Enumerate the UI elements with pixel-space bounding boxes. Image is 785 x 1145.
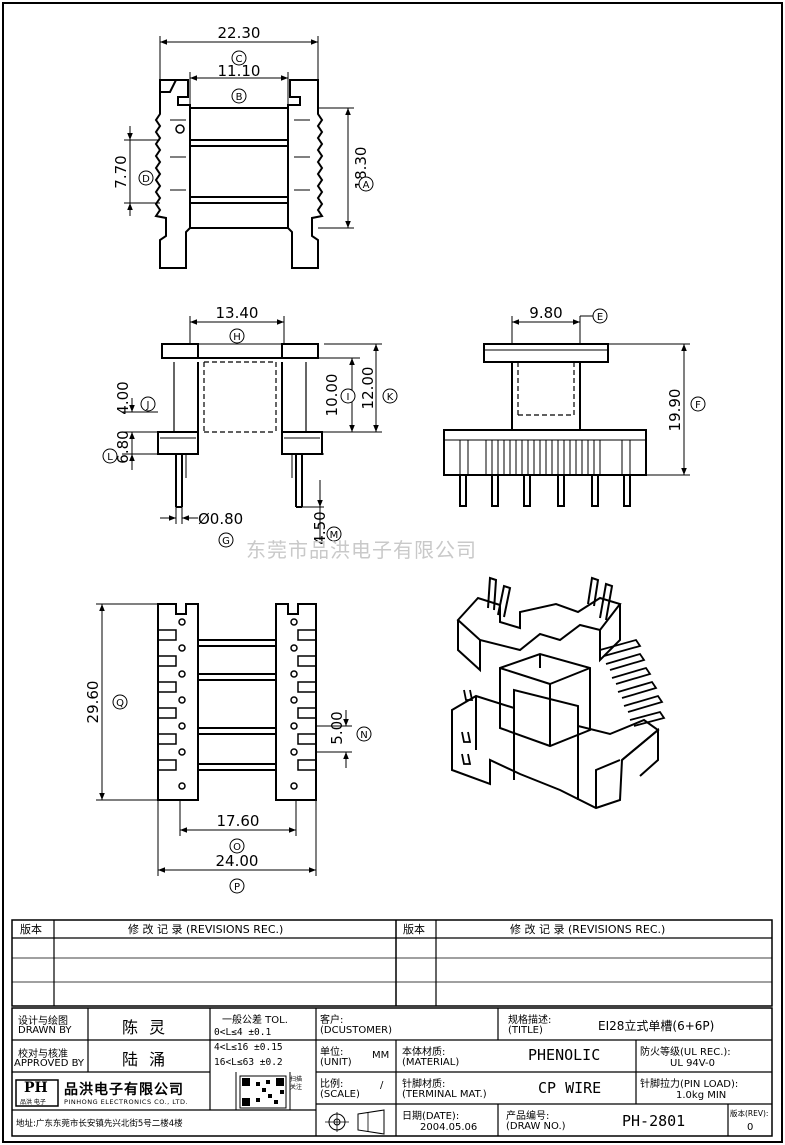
dim-h-value: 13.40 (216, 304, 259, 322)
rev-rec-header-right: 修 改 记 录 (REVISIONS REC.) (510, 922, 665, 936)
draw-no-value: PH-2801 (622, 1112, 686, 1130)
title-block (11, 1007, 773, 1137)
title-label: 规格描述: (508, 1015, 552, 1026)
dim-o-value: 17.60 (217, 812, 260, 830)
terminal-label-en: (TERMINAL MAT.) (402, 1089, 487, 1100)
dim-c-value: 22.30 (218, 24, 261, 42)
title-value: EI28立式单槽(6+6P) (598, 1019, 715, 1033)
unit-label: 单位: (320, 1047, 344, 1058)
revision-table (11, 919, 773, 1007)
ref-e: E (597, 312, 603, 323)
qr-caption: 扫描关注 (290, 1076, 303, 1091)
qr-code (239, 1075, 287, 1109)
rev-ver-header-right: 版本 (403, 922, 425, 936)
company-name: 品洪电子有限公司 (64, 1082, 184, 1098)
date-label: 日期(DATE): (402, 1111, 460, 1122)
dim-l-value: 6.80 (114, 430, 132, 463)
terminal-label: 针脚材质: (402, 1079, 446, 1090)
flame-value: UL 94V-0 (670, 1058, 716, 1069)
draw-no-label: 产品编号: (506, 1111, 550, 1122)
ref-b: B (236, 92, 243, 103)
ref-m: M (330, 530, 339, 541)
ref-q: Q (116, 698, 124, 709)
pin-one-marker (175, 124, 185, 134)
ref-j: J (146, 400, 150, 411)
ref-f: F (695, 400, 701, 411)
rev-label: 版本(REV): (730, 1109, 769, 1118)
top-view-left-flange (154, 79, 191, 269)
rev-ver-header-left: 版本 (20, 922, 42, 936)
approved-by-value: 陆 涌 (122, 1050, 169, 1069)
ref-o: O (233, 842, 241, 853)
unit-label-en: (UNIT) (320, 1057, 352, 1068)
dim-j-value: 4.00 (114, 381, 132, 414)
material-label: 本体材质: (402, 1047, 446, 1058)
terminal-value: CP WIRE (538, 1079, 602, 1097)
bottom-view-left-flange (157, 603, 199, 801)
ref-i: I (347, 392, 350, 403)
unit-value: MM (372, 1050, 390, 1061)
ref-c: C (236, 54, 243, 65)
company-name-en: PINHONG ELECTRONICS CO., LTD. (64, 1098, 189, 1106)
dim-e-value: 9.80 (529, 304, 562, 322)
dim-i-value: 10.00 (323, 374, 341, 417)
ref-l: L (107, 452, 113, 463)
dim-f-value: 19.90 (666, 389, 684, 432)
customer-label: 客户: (320, 1015, 344, 1026)
company-logo-sub: 品洪 电子 (20, 1099, 46, 1106)
drawn-by-label: 设计与绘图 (18, 1016, 68, 1027)
approved-label: 校对与核准 (18, 1049, 68, 1060)
tolerance-row-1: 0<L≤4 ±0.1 (214, 1027, 272, 1038)
isometric-view[interactable] (451, 576, 666, 810)
rev-rec-header-left: 修 改 记 录 (REVISIONS REC.) (128, 922, 283, 936)
dim-g-value: Ø0.80 (198, 510, 243, 528)
tolerance-title: 一般公差 TOL. (222, 1015, 288, 1026)
top-view-right-flange (287, 79, 324, 269)
scale-value: / (380, 1080, 384, 1091)
company-logo: PH (24, 1080, 48, 1096)
front-view (157, 343, 323, 508)
ref-k: K (387, 392, 394, 403)
side-view (443, 343, 647, 507)
tolerance-row-3: 16<L≤63 ±0.2 (214, 1057, 283, 1068)
ref-d: D (142, 174, 150, 185)
dim-k-value: 12.00 (359, 367, 377, 410)
scale-label: 比例: (320, 1079, 344, 1090)
ref-n: N (360, 730, 367, 741)
scale-label-en: (SCALE) (320, 1089, 360, 1100)
company-address: 地址:广东东莞市长安镇先兴北街5号二楼4楼 (16, 1119, 183, 1129)
dim-m-value: 4.50 (311, 511, 329, 544)
draw-no-label-en: (DRAW NO.) (506, 1121, 566, 1132)
ref-p: P (234, 882, 240, 893)
flame-label: 防火等级(UL REC.): (640, 1047, 731, 1058)
bottom-view (157, 603, 317, 801)
dim-p-value: 24.00 (216, 852, 259, 870)
ref-a: A (363, 180, 370, 191)
pin-load-value: 1.0kg MIN (676, 1090, 727, 1101)
side-view-pins (459, 475, 631, 507)
bottom-view-right-flange (275, 603, 317, 801)
top-view (154, 79, 324, 269)
material-value: PHENOLIC (528, 1046, 601, 1064)
dim-d-value: 7.70 (112, 155, 130, 188)
drawn-by-value: 陈 灵 (122, 1018, 169, 1037)
date-value: 2004.05.06 (420, 1122, 478, 1133)
dim-b-value: 11.10 (218, 62, 261, 80)
dim-q-value: 29.60 (84, 681, 102, 724)
ref-h: H (233, 332, 241, 343)
ref-g: G (222, 536, 230, 547)
drawn-by-label-en: DRAWN BY (18, 1025, 72, 1036)
dim-n-value: 5.00 (328, 711, 346, 744)
tolerance-row-2: 4<L≤16 ±0.15 (214, 1042, 283, 1053)
approved-label-en: APPROVED BY (14, 1058, 85, 1069)
material-label-en: (MATERIAL) (402, 1057, 460, 1068)
pin-load-label: 针脚拉力(PIN LOAD): (640, 1079, 739, 1090)
watermark: 东莞市品洪电子有限公司 (246, 538, 477, 562)
title-label-en: (TITLE) (508, 1025, 543, 1036)
rev-value: 0 (747, 1122, 754, 1133)
customer-label-en: (DCUSTOMER) (320, 1025, 393, 1036)
